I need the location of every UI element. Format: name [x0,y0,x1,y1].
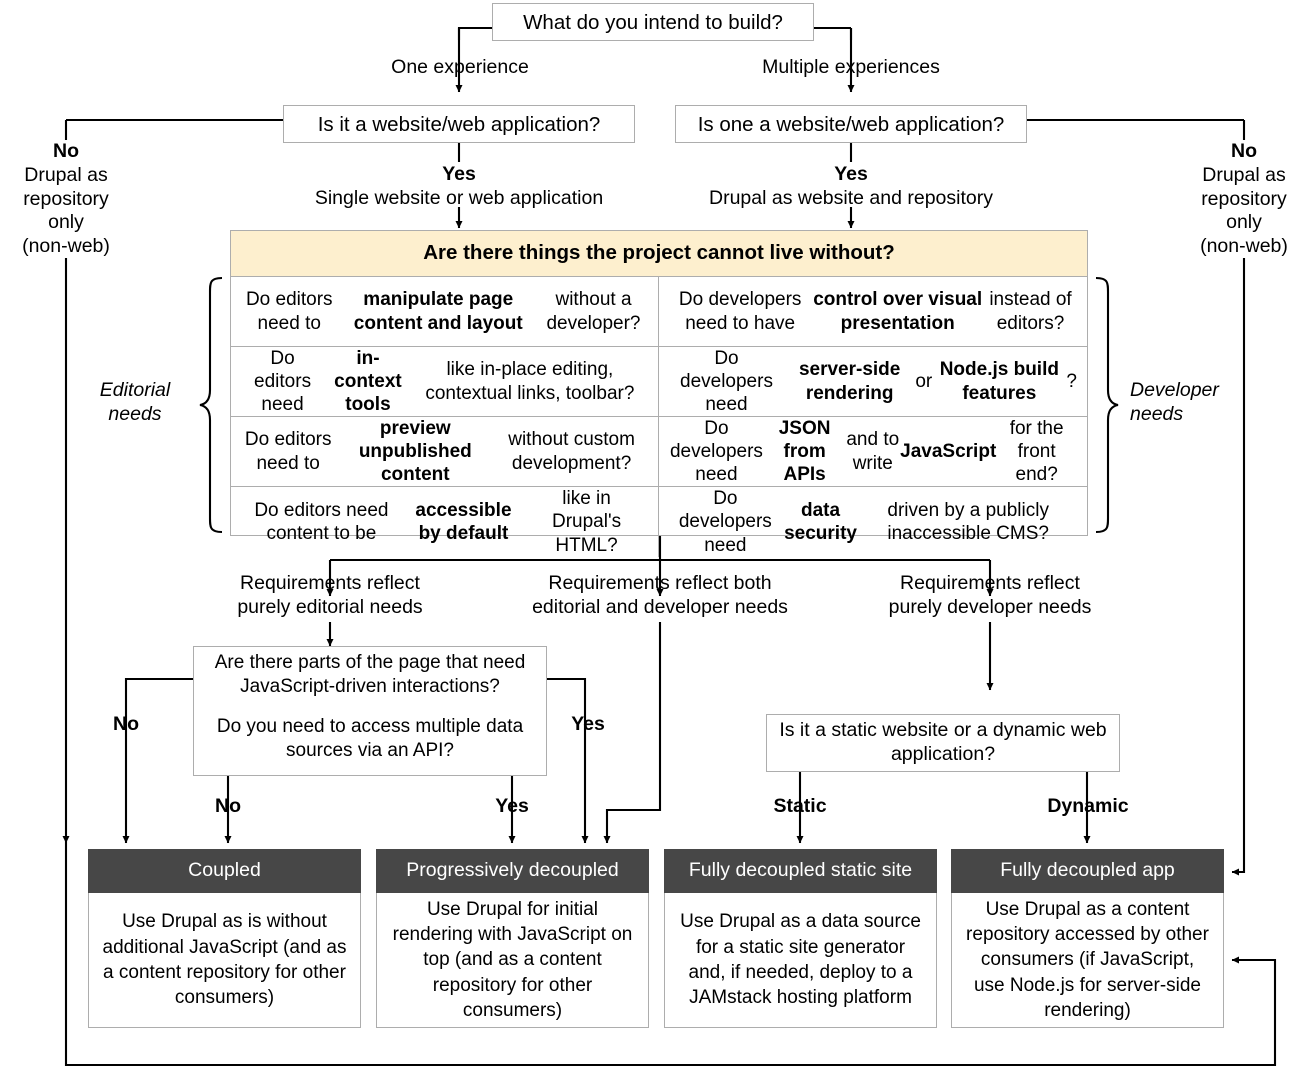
branch-right-text: Multiple experiences [762,56,940,78]
result-title: Coupled [88,849,361,893]
editorial-needs-brace [199,276,223,534]
answer-dynamic: Dynamic [1047,795,1129,817]
answer-static: Static [773,795,827,817]
result-body: Use Drupal as a data source for a static… [664,893,937,1028]
answer-right-yes-text: Drupal as website and repository [709,186,993,209]
developer-need-item[interactable]: Do developers need server-side rendering… [659,347,1087,417]
answer-left-yes-bold: Yes [442,163,476,185]
editorial-need-item[interactable]: Do editors need in-context tools like in… [231,347,658,417]
editorial-need-item[interactable]: Do editors need to preview unpublished c… [231,417,658,487]
answer-js-inner-yes: Yes [495,795,529,817]
outcome-label-developer-only: Requirements reflect purely developer ne… [888,572,1092,618]
branch-left-text: One experience [391,56,529,78]
result-card-fully-decoupled-app[interactable]: Fully decoupled app Use Drupal as a cont… [951,849,1224,1028]
question-box-static-or-dynamic[interactable]: Is it a static website or a dynamic web … [766,714,1120,772]
developer-needs-brace [1095,276,1119,534]
branch-label-multiple-experiences: Multiple experiences [721,56,981,80]
answer-far-right-no-text: Drupal as repository only (non-web) [1200,163,1288,258]
question-js-interactions-text: Are there parts of the page that need Ja… [214,652,526,697]
editorial-need-item[interactable]: Do editors need to manipulate page conte… [231,277,658,347]
answer-js-inner-no: No [215,795,241,817]
question-multiple-data-sources-text: Do you need to access multiple data sour… [216,716,524,761]
question-is-it-website-text: Is it a website/web application? [317,112,601,136]
answer-far-right-no-bold: No [1231,140,1257,162]
result-title: Progressively decoupled [376,849,649,893]
answer-right-yes: Yes Drupal as website and repository [701,163,1001,211]
root-question-text: What do you intend to build? [523,10,783,34]
answer-far-left-no: No Drupal as repository only (non-web) [0,140,132,259]
answer-far-left-no-text: Drupal as repository only (non-web) [22,163,110,258]
result-card-fully-decoupled-static-site[interactable]: Fully decoupled static site Use Drupal a… [664,849,937,1028]
root-question-box[interactable]: What do you intend to build? [492,3,814,41]
result-body: Use Drupal for initial rendering with Ja… [376,893,649,1028]
result-title: Fully decoupled app [951,849,1224,893]
answer-right-yes-bold: Yes [834,163,868,185]
question-box-is-it-website[interactable]: Is it a website/web application? [283,105,635,143]
question-is-one-website-text: Is one a website/web application? [697,112,1005,136]
answer-js-outer-no: No [113,713,139,735]
result-body: Use Drupal as a content repository acces… [951,893,1224,1028]
editorial-need-item[interactable]: Do editors need content to be accessible… [254,488,622,556]
editorial-needs-column: Do editors need to manipulate page conte… [231,277,659,557]
result-card-coupled[interactable]: Coupled Use Drupal as is without additio… [88,849,361,1028]
question-box-is-one-website[interactable]: Is one a website/web application? [675,105,1027,143]
developer-needs-bracket-label: Developer needs [1130,379,1219,426]
answer-far-left-no-bold: No [53,140,79,162]
developer-need-item[interactable]: Do developers need to have control over … [659,277,1087,347]
developer-needs-column: Do developers need to have control over … [659,277,1087,557]
result-card-progressively-decoupled[interactable]: Progressively decoupled Use Drupal for i… [376,849,649,1028]
outcome-label-editorial-only: Requirements reflect purely editorial ne… [237,572,423,618]
editorial-needs-bracket-label: Editorial needs [99,379,171,426]
requirements-panel-header: Are there things the project cannot live… [231,231,1087,277]
answer-js-outer-yes: Yes [571,713,605,735]
developer-need-item[interactable]: Do developers need data security driven … [678,488,1049,556]
requirements-columns: Do editors need to manipulate page conte… [231,277,1087,557]
question-box-multiple-data-sources[interactable]: Do you need to access multiple data sour… [193,702,547,776]
branch-label-one-experience: One experience [330,56,590,80]
answer-left-yes-text: Single website or web application [314,186,604,209]
developer-need-item[interactable]: Do developers need JSON from APIs and to… [659,417,1087,487]
requirements-panel: Are there things the project cannot live… [230,230,1088,557]
question-static-or-dynamic-text: Is it a static website or a dynamic web … [779,719,1107,765]
result-body: Use Drupal as is without additional Java… [88,893,361,1028]
outcome-label-both: Requirements reflect both editorial and … [532,572,788,618]
answer-left-yes: Yes Single website or web application [309,163,609,211]
question-box-js-interactions[interactable]: Are there parts of the page that need Ja… [193,646,547,703]
result-title: Fully decoupled static site [664,849,937,893]
answer-far-right-no: No Drupal as repository only (non-web) [1178,140,1310,259]
